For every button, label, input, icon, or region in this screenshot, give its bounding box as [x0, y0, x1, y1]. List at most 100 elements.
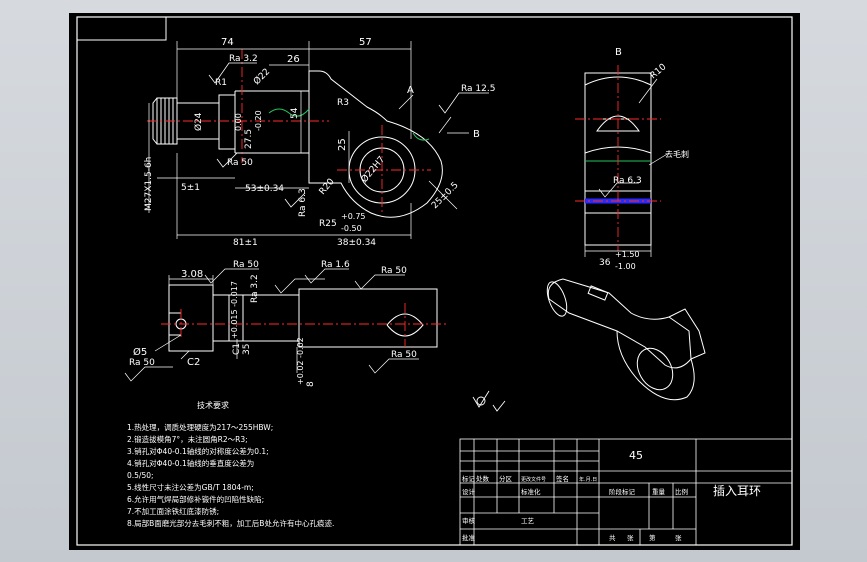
top-c1: C1: [232, 343, 242, 355]
drawing-canvas[interactable]: 74 57 26 54 25 5±1 53±0.34 81±1 38±0.34 …: [69, 13, 800, 550]
top-end-block: [168, 284, 214, 352]
tb-cell-13: 批准: [462, 533, 476, 542]
top-d8-tol: +0.02 -0.02: [296, 337, 305, 385]
top-ra50d: Ra 50: [391, 350, 417, 360]
drawing-sheet[interactable]: 74 57 26 54 25 5±1 53±0.34 81±1 38±0.34 …: [69, 13, 800, 550]
tb-cell-2: 分区: [499, 474, 513, 483]
top-ra32: Ra 3.2: [250, 274, 260, 303]
dim-r25-tol-dn: -0.50: [341, 224, 362, 233]
tech-note-5: 0.5/50;: [127, 471, 154, 480]
front-centerlines: [147, 49, 431, 215]
rough-ra32-front: Ra 3.2: [229, 54, 258, 64]
dim-53: 53±0.34: [245, 184, 284, 194]
front-dim-text: 74 57 26 54 25 5±1 53±0.34 81±1 38±0.34 …: [144, 37, 480, 248]
front-roughness-marks: [208, 62, 489, 208]
dim-25b: 25±0.5: [430, 180, 461, 211]
rough-ra50-front: Ra 50: [227, 158, 253, 168]
top-hole: [386, 313, 424, 337]
tech-notes-title: 技术要求: [197, 400, 229, 410]
tb-cell-5: 年.月.日: [579, 476, 597, 483]
tb-cell-7: 标准化: [521, 487, 541, 496]
top-view: [168, 284, 438, 352]
tb-cell-12: 工艺: [521, 517, 535, 525]
title-block: [459, 438, 793, 546]
dim-5: 5±1: [181, 183, 200, 193]
top-d8: 8: [306, 381, 316, 387]
tech-note-7: 6.允许用气焊局部修补锻件的凹陷性缺陷;: [127, 494, 264, 504]
isometric-view: [546, 278, 706, 401]
tb-cell-15: 张: [627, 533, 634, 542]
dim-phi24: Ø24: [193, 112, 204, 131]
top-centerlines: [161, 303, 447, 347]
dim-27-dn: -0.20: [254, 110, 263, 131]
tech-note-8: 7.不加工面涂铁红底漆防锈;: [127, 506, 219, 516]
tb-cell-16: 第: [649, 533, 656, 542]
side-b-dims: [584, 78, 670, 257]
top-ra50b: Ra 50: [381, 266, 407, 276]
code-box: [76, 16, 167, 41]
dim-r25: R25: [319, 219, 337, 229]
tech-note-1: 1.热处理，调质处理硬度为217～255HBW;: [127, 422, 273, 432]
label-a: A: [407, 85, 414, 96]
side-b-d36: 36: [599, 258, 611, 268]
tech-note-2: 2.锻造拔模角7°，未注圆角R2～R3;: [127, 434, 248, 444]
default-roughness: [472, 390, 506, 412]
top-dims: [124, 268, 419, 382]
tb-cell-0: 标记: [462, 474, 476, 483]
top-ra50a: Ra 50: [233, 260, 259, 270]
dim-phi22: Ø22: [251, 66, 272, 87]
dim-54: 54: [290, 107, 300, 119]
side-b-slot-top: [596, 115, 640, 132]
dim-r25-tol-up: +0.75: [341, 212, 366, 221]
tb-cell-17: 张: [675, 533, 682, 542]
dim-r1: R1: [215, 78, 227, 88]
dim-r3: R3: [337, 98, 349, 108]
side-b-r10: R10: [649, 62, 669, 81]
tech-note-9: 8.局部B面磨光部分去毛刺不粗，加工后B处允许有中心孔痕迹.: [127, 518, 334, 528]
side-b-centerlines: [575, 65, 661, 251]
tb-cell-8: 阶段标记: [609, 487, 636, 496]
side-b-ra63: Ra 6.3: [613, 176, 642, 186]
top-d35: 35: [242, 344, 252, 355]
tb-cell-3: 更改文件号: [521, 476, 546, 483]
dim-27: 27.5: [244, 129, 254, 149]
tech-notes: 技术要求 1.热处理，调质处理硬度为217～255HBW; 2.锻造拔模角7°，…: [127, 400, 334, 528]
top-phi5: Ø5: [133, 346, 147, 358]
tb-cell-4: 签名: [556, 474, 569, 483]
label-b-arrow: B: [473, 129, 480, 140]
top-ra50c: Ra 50: [129, 358, 155, 368]
dim-25: 25: [337, 138, 348, 151]
side-b-note: 去毛刺: [665, 149, 689, 159]
dim-57: 57: [359, 37, 372, 48]
tb-cell-10: 比例: [675, 487, 688, 496]
title-part-name: 插入耳环: [713, 484, 761, 498]
top-d35-tol: +0.015 -0.017: [230, 281, 239, 339]
tech-note-4: 4.销孔对Φ40-0.1轴线的垂直度公差为: [127, 458, 254, 468]
top-c2: C2: [187, 357, 200, 368]
rough-ra125-front: Ra 12.5: [461, 84, 495, 94]
dim-81: 81±1: [233, 238, 258, 248]
side-b-label: B: [615, 47, 622, 58]
dim-27-up: 0.00: [234, 113, 243, 131]
rough-ra63-front: Ra 6.3: [298, 188, 308, 217]
tb-cell-9: 重量: [652, 488, 666, 496]
dim-m27: M27X1.5-6h: [144, 157, 154, 211]
title-material: 45: [629, 449, 643, 462]
tb-cell-11: 审核: [462, 516, 476, 525]
top-ra16: Ra 1.6: [321, 260, 350, 270]
eye-body: [308, 70, 443, 218]
tech-note-3: 3.销孔对Φ40-0.1轴线的对称度公差为0.1;: [127, 446, 269, 456]
tb-cell-1: 处数: [476, 474, 490, 483]
top-d308: 3.08: [181, 269, 203, 280]
tb-cell-14: 共: [609, 533, 616, 542]
top-fork: [298, 288, 438, 348]
tech-note-6: 5.线性尺寸未注公差为GB/T 1804-m;: [127, 482, 254, 492]
dim-38: 38±0.34: [337, 238, 376, 248]
dim-r20: R20: [318, 177, 337, 197]
tb-cell-6: 设计: [462, 487, 476, 496]
side-b-d36-up: +1.50: [615, 250, 640, 259]
dim-26: 26: [287, 54, 300, 65]
sheet-border: [76, 16, 793, 546]
dim-74: 74: [221, 37, 234, 48]
